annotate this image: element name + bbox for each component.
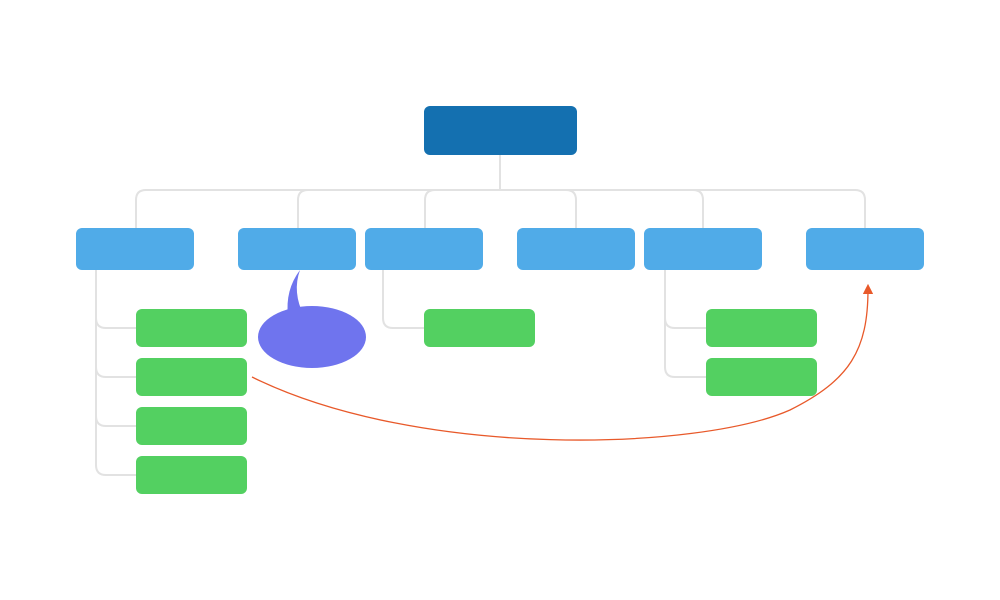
branch-node-5[interactable]	[644, 228, 762, 270]
callout-tail	[287, 270, 304, 316]
connector-leaf-1-3	[95, 415, 136, 427]
tree-connectors	[95, 155, 866, 476]
connector-leaf-5-1	[664, 317, 706, 329]
leaf-node-1-3[interactable]	[136, 407, 247, 445]
relation-arrow	[251, 283, 874, 441]
leaf-node-5-1[interactable]	[706, 309, 817, 347]
branch-node-1[interactable]	[76, 228, 194, 270]
branch-node-3[interactable]	[365, 228, 483, 270]
callout-body	[258, 306, 366, 368]
connector-horizontal-bus	[135, 189, 866, 228]
connector-branch-3-children	[382, 269, 424, 329]
connector-branch-3	[424, 189, 436, 228]
callout-bubble	[258, 270, 366, 368]
leaf-node-5-2[interactable]	[706, 358, 817, 396]
root-node[interactable]	[424, 106, 577, 155]
connector-branch-4	[565, 189, 577, 228]
leaf-node-1-2[interactable]	[136, 358, 247, 396]
leaf-node-1-4[interactable]	[136, 456, 247, 494]
connector-branch-5-children	[664, 269, 706, 378]
connector-branch-2	[297, 189, 309, 228]
branch-node-4[interactable]	[517, 228, 635, 270]
connector-branch-1-children	[95, 269, 136, 476]
connector-leaf-1-2	[95, 366, 136, 378]
leaf-node-3-1[interactable]	[424, 309, 535, 347]
leaf-node-1-1[interactable]	[136, 309, 247, 347]
branch-node-2[interactable]	[238, 228, 356, 270]
connector-branch-5	[692, 189, 704, 228]
connector-leaf-1-1	[95, 317, 136, 329]
branch-node-6[interactable]	[806, 228, 924, 270]
